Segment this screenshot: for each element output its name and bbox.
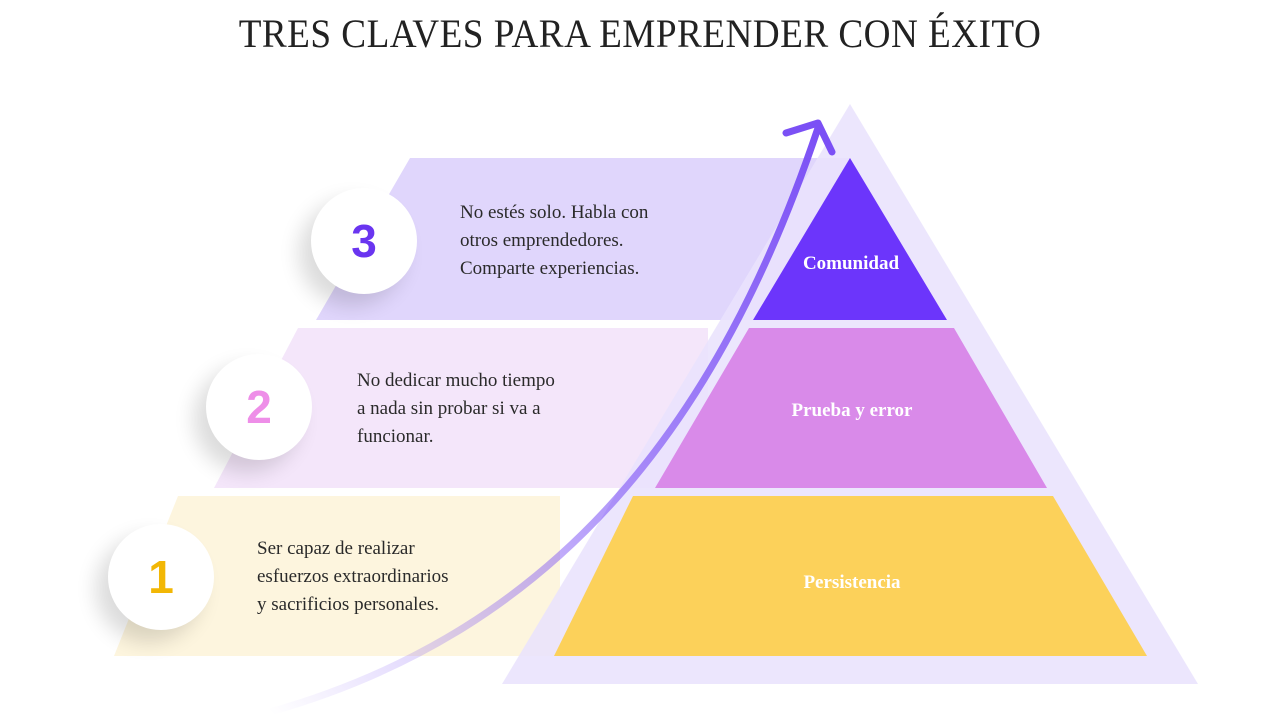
pyramid-tier-1 [554, 496, 1147, 656]
band-level-3 [316, 158, 850, 320]
growth-arrow [266, 124, 822, 716]
step-badge-2: 2 [206, 354, 312, 460]
description-line: Ser capaz de realizar [257, 538, 415, 559]
step-description-1: Ser capaz de realizar esfuerzos extraord… [257, 535, 557, 619]
description-line: otros emprendedores. [460, 230, 624, 251]
band-level-1 [114, 496, 560, 656]
description-line: a nada sin probar si va a [357, 398, 541, 419]
description-line: No dedicar mucho tiempo [357, 370, 555, 391]
tier-label-1: Persistencia [803, 572, 901, 593]
step-badge-1: 1 [108, 524, 214, 630]
description-line: y sacrificios personales. [257, 594, 440, 615]
step-number-1: 1 [148, 551, 174, 603]
step-number-2: 2 [246, 381, 272, 433]
step-description-2: No dedicar mucho tiempo a nada sin proba… [357, 367, 657, 451]
band-level-2 [214, 328, 708, 488]
pyramid-tier-3 [753, 158, 947, 320]
tier-label-3: Comunidad [803, 253, 900, 274]
arrow-head-icon [782, 119, 836, 156]
description-line: No estés solo. Habla con [460, 202, 649, 223]
step-description-3: No estés solo. Habla con otros emprended… [460, 199, 760, 283]
page-title: TRES CLAVES PARA EMPRENDER CON ÉXITO [238, 11, 1042, 56]
tier-label-2: Prueba y error [792, 400, 914, 421]
step-badge-3: 3 [311, 188, 417, 294]
step-number-3: 3 [351, 215, 377, 267]
description-line: funcionar. [357, 426, 434, 447]
description-line: esfuerzos extraordinarios [257, 566, 449, 587]
pyramid-tier-2 [655, 328, 1047, 488]
description-line: Comparte experiencias. [460, 258, 640, 279]
